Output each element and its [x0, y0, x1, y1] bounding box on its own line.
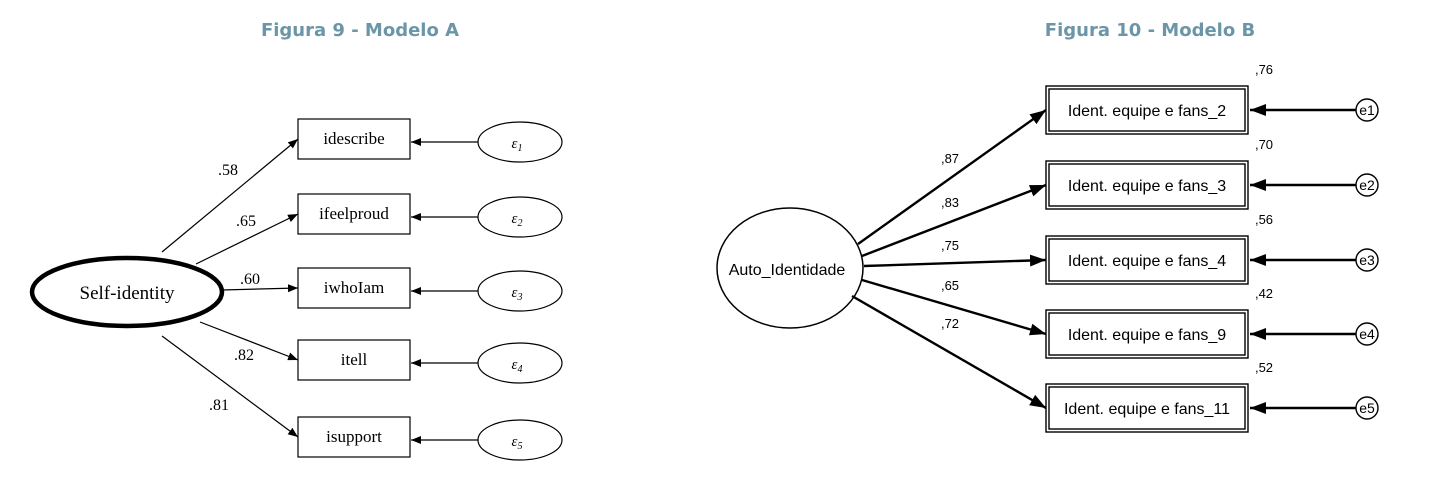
- indicator-box-inner: [1048, 88, 1246, 132]
- latent-self-identity-label: Self-identity: [80, 283, 175, 304]
- error-ellipse: [477, 342, 563, 384]
- path-arrow: [161, 138, 299, 253]
- figure-10-title: Figura 10 - Modelo B: [1044, 20, 1256, 41]
- indicator-label: isupport: [326, 427, 382, 446]
- path-arrow: [195, 213, 299, 265]
- path-arrow: [863, 254, 1047, 268]
- r-squared-value: ,56: [1255, 212, 1273, 227]
- r-squared-value: ,42: [1255, 286, 1273, 301]
- indicator-box-inner: [1048, 386, 1246, 430]
- indicator-box: [297, 416, 411, 458]
- indicator-box: [297, 339, 411, 381]
- path-coefficient: .82: [234, 347, 254, 364]
- latent-auto-identidade: [716, 207, 864, 329]
- indicator-box: [1045, 309, 1249, 359]
- indicator-box: [1045, 85, 1249, 135]
- indicator-label: itell: [341, 350, 368, 369]
- indicator-label: Ident. equipe e fans_2: [1068, 103, 1226, 120]
- error-ellipse: [477, 270, 563, 312]
- path-coefficient: ,65: [941, 278, 959, 293]
- path-coefficient: .81: [209, 397, 229, 414]
- path-arrow: [851, 294, 1047, 410]
- error-label: e4: [1359, 326, 1375, 342]
- error-circle: [1355, 322, 1379, 346]
- path-arrow: [199, 321, 299, 361]
- error-circle: [1355, 396, 1379, 420]
- error-label: e1: [1359, 102, 1375, 118]
- r-squared-value: ,76: [1255, 62, 1273, 77]
- error-label: ε4: [512, 357, 523, 375]
- r-squared-value: ,52: [1255, 360, 1273, 375]
- error-label: e3: [1359, 252, 1375, 268]
- path-coefficient: ,72: [941, 316, 959, 331]
- error-circle: [1355, 173, 1379, 197]
- path-coefficient: ,75: [941, 238, 959, 253]
- indicator-box-inner: [1048, 163, 1246, 207]
- r-squared-value: ,70: [1255, 137, 1273, 152]
- indicator-box: [1045, 160, 1249, 210]
- indicator-label: Ident. equipe e fans_9: [1068, 327, 1226, 344]
- error-circle: [1355, 248, 1379, 272]
- indicator-box-inner: [1048, 312, 1246, 356]
- error-ellipse: [477, 196, 563, 238]
- indicator-label: Ident. equipe e fans_4: [1068, 253, 1226, 270]
- error-circle: [1355, 98, 1379, 122]
- path-arrow: [221, 284, 299, 293]
- indicator-box: [1045, 383, 1249, 433]
- path-coefficient: .58: [218, 162, 238, 179]
- indicator-box: [1045, 235, 1249, 285]
- indicator-box-inner: [1048, 238, 1246, 282]
- indicator-label: iwhoIam: [324, 278, 384, 297]
- error-label: e5: [1359, 400, 1375, 416]
- indicator-box: [297, 267, 411, 309]
- path-arrow: [861, 183, 1047, 258]
- indicator-label: Ident. equipe e fans_11: [1064, 401, 1230, 418]
- indicator-label: idescribe: [323, 129, 384, 148]
- error-label: ε3: [512, 285, 523, 303]
- path-arrow: [161, 335, 299, 438]
- indicator-label: Ident. equipe e fans_3: [1068, 178, 1226, 195]
- error-label: ε1: [512, 136, 523, 154]
- error-label: ε2: [512, 211, 523, 229]
- indicator-box: [297, 193, 411, 235]
- indicator-label: ifeelproud: [319, 204, 389, 223]
- error-label: e2: [1359, 177, 1375, 193]
- path-coefficient: .60: [240, 271, 260, 288]
- error-ellipse: [477, 419, 563, 461]
- path-coefficient: ,83: [941, 195, 959, 210]
- path-coefficient: .65: [236, 213, 256, 230]
- figure-9-title: Figura 9 - Modelo A: [260, 20, 460, 41]
- latent-self-identity: [29, 255, 225, 329]
- path-arrow: [861, 278, 1047, 336]
- error-label: ε5: [512, 434, 523, 452]
- path-arrow: [857, 109, 1047, 245]
- error-ellipse: [477, 121, 563, 163]
- indicator-box: [297, 118, 411, 160]
- path-coefficient: ,87: [941, 151, 959, 166]
- latent-auto-identidade-label: Auto_Identidade: [729, 262, 846, 279]
